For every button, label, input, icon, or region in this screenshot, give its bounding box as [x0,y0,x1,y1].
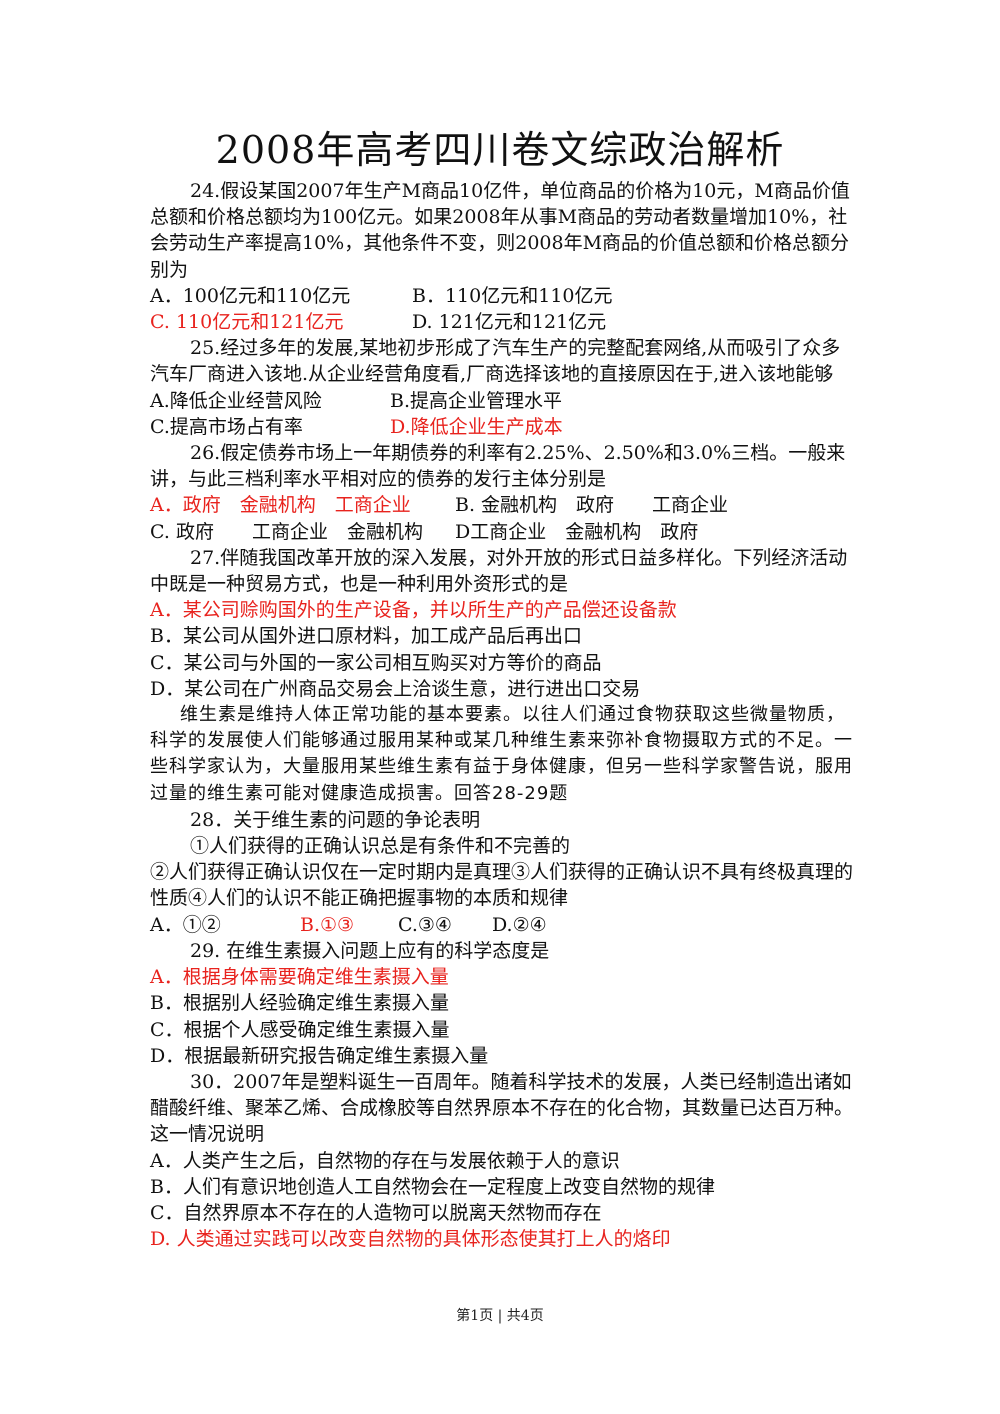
question-24-option-c-answer: C. 110亿元和121亿元 [150,311,344,334]
question-25-options-row-2: C.提高市场占有率 D.降低企业生产成本 [150,414,855,440]
question-26-options-row-2: C. 政府 工商企业 金融机构 D工商企业 金融机构 政府 [150,519,855,545]
question-30-option-a: A．人类产生之后，自然物的存在与发展依赖于人的意识 [150,1149,620,1172]
question-28-stem: 28．关于维生素的问题的争论表明 [190,808,481,831]
question-25-option-a: A.降低企业经营风险 [150,389,322,412]
question-28-option-b-answer: B.①③ [300,913,355,936]
document-title: 2008年高考四川卷文综政治解析 [215,128,785,172]
question-26-option-d: D工商企业 金融机构 政府 [455,520,699,543]
question-25-stem: 25.经过多年的发展,某地初步形成了汽车生产的完整配套网络,从而吸引了众多汽车厂… [150,337,841,386]
question-26-option-b: B. 金融机构 政府 工商企业 [455,494,729,517]
question-28-statements-2-4: ②人们获得正确认识仅在一定时期内是真理③人们获得的正确认识不具有终极真理的性质④… [150,861,854,910]
question-29-stem: 29. 在维生素摄入问题上应有的科学态度是 [190,939,550,962]
question-30-option-d-answer: D. 人类通过实践可以改变自然物的具体形态使其打上人的烙印 [150,1228,671,1251]
document-body: 24.假设某国2007年生产M商品10亿件，单位商品的价格为10元，M商品价值总… [150,178,855,1252]
question-24-option-b: B．110亿元和110亿元 [412,284,613,307]
question-24-options-row-2: C. 110亿元和121亿元 D. 121亿元和121亿元 [150,309,855,335]
question-27-option-b: B．某公司从国外进口原材料，加工成产品后再出口 [150,625,582,648]
question-27-option-c: C．某公司与外国的一家公司相互购买对方等价的商品 [150,651,602,674]
question-25-option-c: C.提高市场占有率 [150,415,303,438]
question-28-option-c: C.③④ [398,913,452,936]
question-28-option-d: D.②④ [492,913,547,936]
page-footer: 第1页 | 共4页 [456,1308,544,1324]
question-26-options-row-1: A．政府 金融机构 工商企业 B. 金融机构 政府 工商企业 [150,492,855,518]
question-26-stem: 26.假定债券市场上一年期债券的利率有2.25%、2.50%和3.0%三档。一般… [150,442,846,491]
question-24-options-row-1: A．100亿元和110亿元 B．110亿元和110亿元 [150,283,855,309]
question-25-option-d-answer: D.降低企业生产成本 [390,415,563,438]
question-28-option-a: A．①② [150,913,221,936]
question-28-options-row: A．①② B.①③ C.③④ D.②④ [150,912,855,938]
question-24-option-d: D. 121亿元和121亿元 [412,311,607,334]
question-29-option-a-answer: A．根据身体需要确定维生素摄入量 [150,966,449,989]
question-28-statement-1: ①人们获得的正确认识总是有条件和不完善的 [190,835,571,858]
question-27-option-d: D．某公司在广州商品交易会上洽谈生意，进行进出口交易 [150,677,641,700]
question-24-option-a: A．100亿元和110亿元 [150,284,351,307]
question-30-stem: 30．2007年是塑料诞生一百周年。随着科学技术的发展，人类已经制造出诸如醋酸纤… [150,1070,854,1146]
question-25-options-row-1: A.降低企业经营风险 B.提高企业管理水平 [150,388,855,414]
question-29-option-c: C．根据个人感受确定维生素摄入量 [150,1018,450,1041]
question-29-option-d: D．根据最新研究报告确定维生素摄入量 [150,1044,489,1067]
question-25-option-b: B.提高企业管理水平 [390,389,563,412]
question-24-stem: 24.假设某国2007年生产M商品10亿件，单位商品的价格为10元，M商品价值总… [150,180,850,281]
vitamin-passage: 维生素是维持人体正常功能的基本要素。以往人们通过食物获取这些微量物质，科学的发展… [150,704,853,804]
question-26-option-a-answer: A．政府 金融机构 工商企业 [150,494,411,517]
question-30-option-b: B．人们有意识地创造人工自然物会在一定程度上改变自然物的规律 [150,1175,715,1198]
question-27-stem: 27.伴随我国改革开放的深入发展，对外开放的形式日益多样化。下列经济活动中既是一… [150,546,848,596]
question-26-option-c: C. 政府 工商企业 金融机构 [150,520,423,543]
question-30-option-c: C．自然界原本不存在的人造物可以脱离天然物而存在 [150,1201,602,1224]
question-27-option-a-answer: A．某公司赊购国外的生产设备，并以所生产的产品偿还设备款 [150,599,677,622]
question-29-option-b: B．根据别人经验确定维生素摄入量 [150,992,449,1015]
